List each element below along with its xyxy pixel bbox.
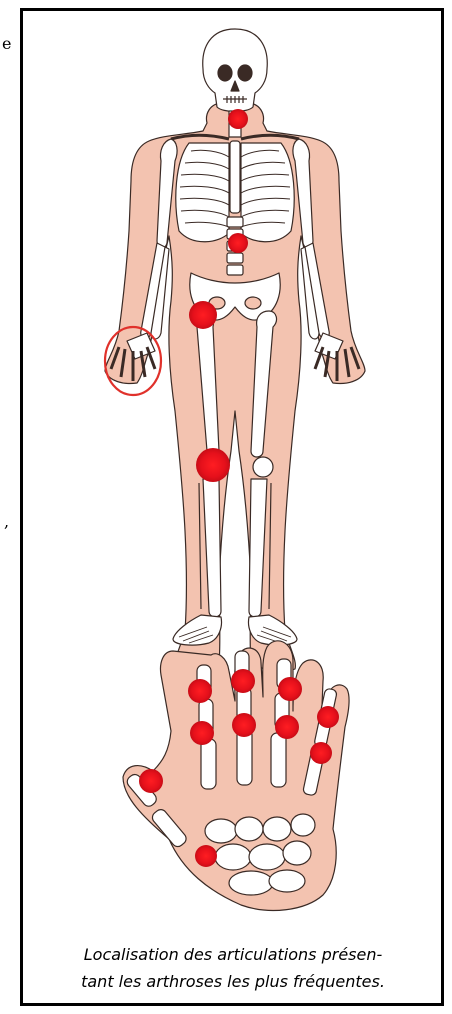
lesion-ring-distal: [278, 677, 302, 701]
figure-caption: Localisation des articulations présen- t…: [31, 941, 435, 995]
lesion-lumbar: [228, 233, 248, 253]
lesion-little-middle: [310, 742, 332, 764]
margin-glyph-top: e: [2, 34, 11, 53]
figure-frame: Localisation des articulations présen- t…: [20, 8, 444, 1006]
anatomy-illustration: [23, 11, 441, 941]
lesion-middle-middle: [232, 713, 256, 737]
caption-line-1: Localisation des articulations présen-: [31, 941, 435, 968]
lesion-knee: [196, 448, 230, 482]
lesion-index-middle: [190, 721, 214, 745]
right-patella: [253, 457, 273, 477]
lesion-middle-distal: [231, 669, 255, 693]
eye-socket-left: [218, 65, 232, 81]
lesion-hip: [189, 301, 217, 329]
eye-socket-right: [238, 65, 252, 81]
lesion-index-distal: [188, 679, 212, 703]
lesion-little-distal: [317, 706, 339, 728]
teeth: [223, 96, 247, 103]
lesion-thumb-base: [195, 845, 217, 867]
margin-glyph-middle: ,: [4, 512, 9, 531]
lesion-thumb-ip: [139, 769, 163, 793]
lesion-ring-middle: [275, 715, 299, 739]
lesion-neck: [228, 109, 248, 129]
caption-line-2: tant les arthroses les plus fréquentes.: [31, 968, 435, 995]
